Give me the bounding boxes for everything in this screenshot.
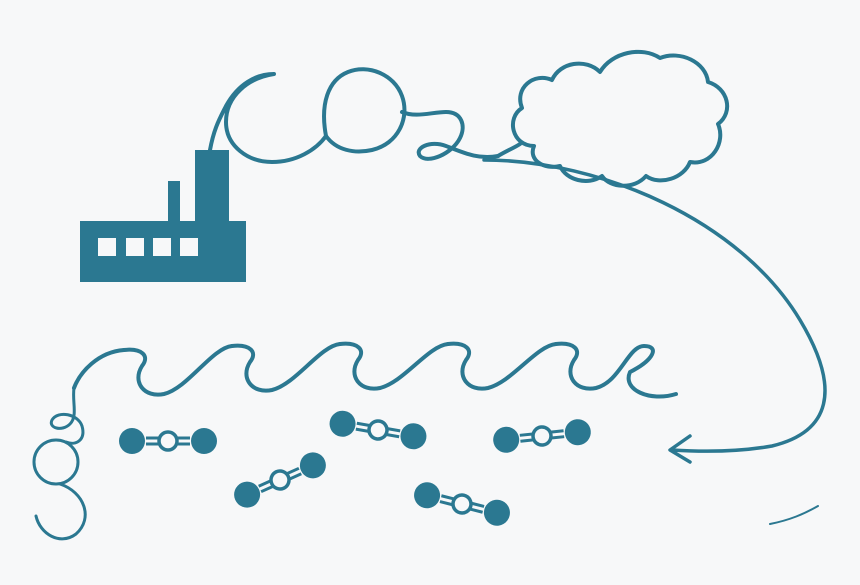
- smoke-letter-2: [400, 110, 500, 161]
- factory-window: [153, 238, 171, 256]
- stray-mark: [769, 505, 819, 525]
- arrow-shaft: [482, 158, 827, 453]
- molecule-atom-carbon: [269, 469, 291, 491]
- molecule-bond: [441, 494, 455, 501]
- molecule-atom-oxygen: [564, 419, 591, 446]
- factory-window: [180, 238, 198, 256]
- loop-large: [32, 438, 80, 486]
- co2-smoke-script: [208, 67, 522, 164]
- co2-molecule-icon: [329, 410, 427, 450]
- co2-molecule-icon: [414, 482, 510, 526]
- molecule-atom-carbon: [451, 493, 473, 515]
- co2-molecule-icon: [119, 428, 217, 454]
- curved-arrow-icon: [482, 158, 827, 464]
- molecule-atom-oxygen: [191, 428, 217, 454]
- wave: [230, 342, 342, 393]
- smoke-letter-o: [322, 67, 407, 154]
- molecule-atom-oxygen: [329, 410, 356, 437]
- wave: [338, 341, 450, 391]
- loop-tail: [34, 482, 87, 541]
- molecule-bond: [387, 427, 401, 433]
- arrow-head: [668, 434, 692, 464]
- co2-molecule-icon: [493, 419, 591, 453]
- molecule-bond: [469, 507, 483, 514]
- factory-window: [126, 238, 144, 256]
- molecule-bond: [356, 421, 370, 427]
- molecule-atom-oxygen: [493, 426, 520, 453]
- factory-icon: [80, 150, 246, 282]
- molecule-atom-carbon: [531, 425, 553, 447]
- wave: [446, 341, 558, 391]
- ocean-waves: [72, 341, 678, 399]
- molecule-bond: [288, 472, 302, 481]
- smoke-to-cloud: [496, 142, 522, 158]
- molecule-atom-oxygen: [299, 452, 326, 479]
- molecule-bond: [260, 485, 274, 494]
- molecule-atom-carbon: [367, 419, 389, 441]
- molecule-bond: [258, 479, 272, 488]
- factory-windows: [98, 238, 198, 256]
- loop-small: [49, 386, 85, 445]
- molecule-bond: [386, 433, 400, 439]
- smoke-trail-c: [208, 72, 328, 164]
- factory-chimney-tall: [195, 150, 229, 230]
- molecule-bond: [520, 438, 534, 443]
- water-loops: [32, 386, 87, 541]
- molecule-atom-oxygen: [400, 423, 427, 450]
- molecule-atom-oxygen: [234, 481, 261, 508]
- co2-molecules: [119, 410, 591, 526]
- wave: [122, 344, 234, 397]
- co2-molecule-icon: [234, 452, 326, 508]
- wave-lead-in: [72, 348, 126, 390]
- factory-chimney-short: [168, 181, 180, 231]
- molecule-atom-oxygen: [414, 482, 441, 509]
- molecule-bond: [519, 432, 533, 437]
- molecule-atom-oxygen: [483, 499, 510, 526]
- molecule-bond: [286, 466, 300, 475]
- molecule-atom-oxygen: [119, 428, 145, 454]
- molecule-atom-carbon: [157, 430, 179, 452]
- molecule-bond: [439, 500, 453, 507]
- molecule-bond: [550, 429, 564, 434]
- molecule-bond: [471, 501, 485, 508]
- molecule-bond: [551, 435, 565, 440]
- wave: [554, 341, 678, 399]
- cloud-icon: [511, 49, 729, 188]
- molecule-bond: [355, 427, 369, 433]
- factory-window: [98, 238, 116, 256]
